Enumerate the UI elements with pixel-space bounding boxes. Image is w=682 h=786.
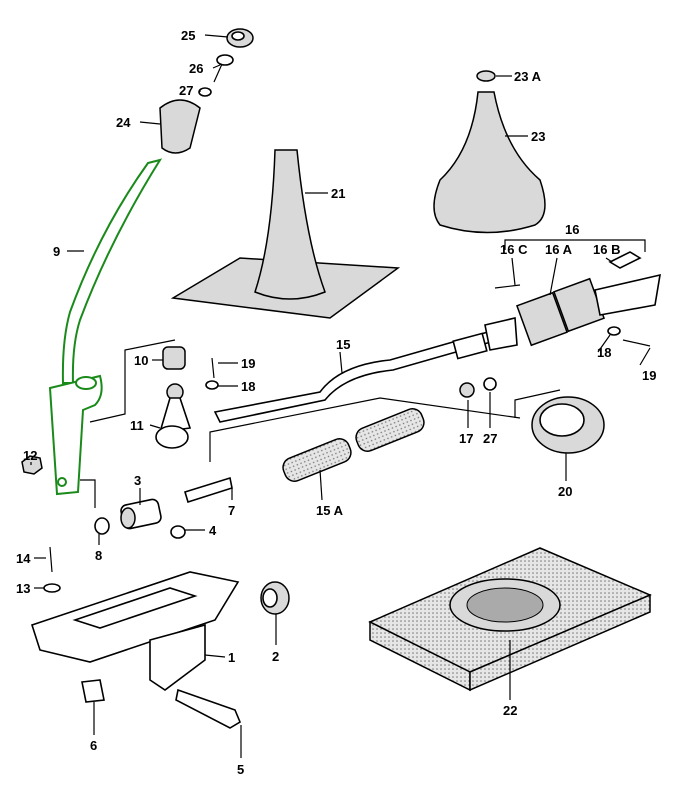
callout-4: 4: [209, 523, 217, 538]
callout-11: 11: [130, 418, 144, 433]
part-12-nut: [21, 455, 43, 475]
callout-labels: 25 26 27 24 23 A 23 21 16 16 C 16 A 16 B…: [16, 28, 656, 777]
part-4-oring: [170, 525, 186, 539]
callout-16a: 16 A: [545, 242, 573, 257]
part-8-oring: [94, 517, 110, 535]
part-15a-sleeves: [282, 408, 425, 482]
bracket-line: [209, 397, 521, 462]
callout-16b: 16 B: [593, 242, 620, 257]
callout-5: 5: [237, 762, 244, 777]
callout-21: 21: [331, 186, 345, 201]
part-19-bolt-left: [211, 357, 215, 379]
callout-2: 2: [272, 649, 279, 664]
part-5-pin: [175, 688, 242, 729]
callout-19-right: 19: [642, 368, 656, 383]
callout-6: 6: [90, 738, 97, 753]
part-16-bracket-assembly: [494, 239, 661, 347]
callout-26: 26: [189, 61, 203, 76]
callout-23a: 23 A: [514, 69, 542, 84]
part-23-boot: [433, 91, 546, 234]
part-22-foam-block: [368, 547, 652, 692]
callout-16: 16: [565, 222, 579, 237]
callout-16c: 16 C: [500, 242, 528, 257]
part-17-nut: [459, 382, 475, 398]
part-23a-ring: [476, 70, 496, 82]
callout-22: 22: [503, 703, 517, 718]
part-24-knob: [159, 99, 201, 154]
bracket-line-20: [514, 389, 561, 418]
callout-18-right: 18: [597, 345, 611, 360]
callout-8: 8: [95, 548, 102, 563]
callout-14: 14: [16, 551, 31, 566]
callout-9: 9: [53, 244, 60, 259]
part-25-cap: [226, 28, 254, 48]
callout-12: 12: [23, 448, 37, 463]
callout-27: 27: [179, 83, 193, 98]
callout-20: 20: [558, 484, 572, 499]
callout-1: 1: [228, 650, 235, 665]
part-18-washer-left: [205, 380, 219, 390]
callout-15: 15: [336, 337, 350, 352]
part-6-clip: [81, 679, 105, 703]
part-21-boot: [170, 149, 401, 319]
bracket-line-8: [80, 479, 96, 508]
callout-19-left: 19: [241, 356, 255, 371]
part-1-housing: [30, 571, 240, 691]
callout-24: 24: [116, 115, 131, 130]
part-13-washer: [43, 583, 61, 593]
part-14-bolt: [49, 546, 53, 573]
part-27-washer: [198, 87, 212, 97]
part-7-pin: [184, 476, 233, 504]
part-9-shift-lever: [48, 158, 163, 496]
callout-13: 13: [16, 581, 30, 596]
part-10-cap: [162, 346, 186, 370]
callout-18-left: 18: [241, 379, 255, 394]
callout-27-right: 27: [483, 431, 497, 446]
callout-25: 25: [181, 28, 195, 43]
bracket-line-10: [89, 339, 176, 423]
callout-23: 23: [531, 129, 545, 144]
part-2-bushing: [260, 581, 290, 615]
part-19-bolt-right: [622, 339, 651, 347]
leader-lines: [30, 34, 651, 758]
part-26-screw: [213, 54, 234, 83]
callout-3: 3: [134, 473, 141, 488]
part-18-washer-right: [607, 326, 621, 336]
callout-7: 7: [228, 503, 235, 518]
part-3-bushing: [120, 498, 162, 530]
part-15-shift-rod: [213, 317, 518, 423]
part-27-washer-right: [483, 377, 497, 391]
callout-15a: 15 A: [316, 503, 344, 518]
part-11-lever: [155, 383, 192, 449]
callout-17: 17: [459, 431, 473, 446]
callout-10: 10: [134, 353, 148, 368]
part-20-grommet: [531, 396, 605, 454]
